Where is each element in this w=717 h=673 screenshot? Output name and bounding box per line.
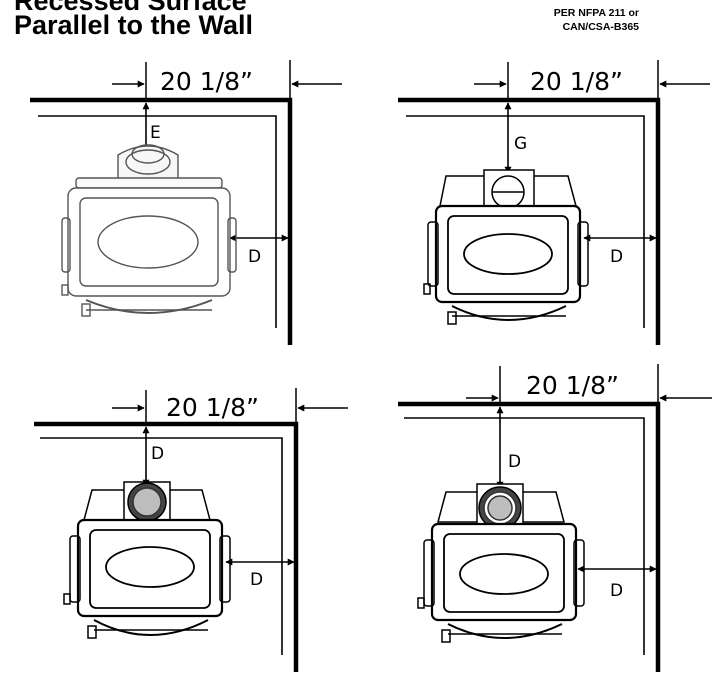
- width-dimension-label: 20 1/8”: [526, 371, 619, 400]
- width-dimension: 20 1/8”: [466, 364, 712, 402]
- width-dimension-label: 20 1/8”: [160, 67, 253, 96]
- panel-3: 20 1/8” D D: [34, 388, 348, 672]
- diagram-title-line-2: Parallel to the Wall: [14, 10, 254, 40]
- wall-corner: [34, 421, 299, 672]
- stove-illustration: [61, 144, 237, 317]
- stove-illustration: [63, 481, 231, 639]
- stove-illustration: [423, 169, 589, 325]
- side-clearance-label: D: [610, 247, 623, 267]
- width-dimension: 20 1/8”: [112, 60, 342, 98]
- diagram-title-line-1: Recessed Surface: [14, 0, 247, 16]
- rear-clearance-label: D: [508, 452, 521, 472]
- rear-clearance-label: D: [151, 444, 164, 464]
- side-clearance-label: D: [610, 581, 623, 601]
- width-dimension: 20 1/8”: [112, 388, 348, 422]
- standard-note-line-1: PER NFPA 211 or: [553, 7, 639, 19]
- width-dimension: 20 1/8”: [474, 60, 710, 98]
- side-clearance-label: D: [248, 247, 261, 267]
- standard-note-line-2: CAN/CSA-B365: [562, 21, 639, 33]
- rear-clearance-label: E: [150, 123, 161, 143]
- panel-2: 20 1/8” G D: [398, 60, 710, 345]
- wall-corner: [30, 97, 293, 345]
- width-dimension-label: 20 1/8”: [530, 67, 623, 96]
- rear-clearance-label: G: [514, 134, 527, 154]
- panel-1: 20 1/8” E D: [30, 60, 342, 345]
- width-dimension-label: 20 1/8”: [166, 393, 259, 422]
- wall-corner: [398, 97, 661, 345]
- panel-4: 20 1/8” D D: [398, 364, 712, 672]
- stove-illustration: [417, 483, 585, 643]
- wall-corner: [398, 401, 661, 672]
- side-clearance-label: D: [250, 570, 263, 590]
